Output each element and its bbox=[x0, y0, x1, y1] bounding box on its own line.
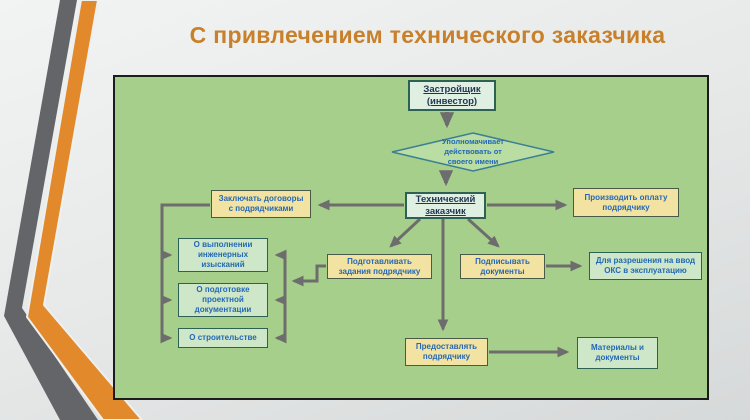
node-materials-documents: Материалы и документы bbox=[577, 337, 658, 369]
diamond-shape-icon bbox=[391, 132, 555, 172]
node-developer: Застройщик (инвестор) bbox=[408, 80, 496, 111]
node-prepare-tasks: Подготавливать задания подрядчику bbox=[327, 254, 432, 279]
node-technical-customer: Технический заказчик bbox=[405, 192, 486, 219]
node-conclude-contracts: Заключать договоры с подрядчиками bbox=[211, 190, 311, 218]
diamond-label: Уполномачивает действовать от своего име… bbox=[442, 137, 504, 166]
node-engineering-surveys: О выполнении инженерных изысканий bbox=[178, 238, 268, 272]
node-construction: О строительстве bbox=[178, 328, 268, 348]
ribbon-decoration-icon bbox=[4, 0, 144, 420]
node-authorize-diamond: Уполномачивает действовать от своего име… bbox=[391, 132, 555, 172]
node-provide-contractor: Предоставлять подрядчику bbox=[405, 338, 488, 366]
node-commissioning-permit: Для разрешения на ввод ОКС в эксплуатаци… bbox=[589, 252, 702, 280]
node-make-payment: Производить оплату подрядчику bbox=[573, 188, 679, 217]
node-design-documentation: О подготовке проектной документации bbox=[178, 283, 268, 317]
node-sign-documents: Подписывать документы bbox=[460, 254, 545, 279]
slide-title: С привлечением технического заказчика bbox=[189, 22, 666, 48]
